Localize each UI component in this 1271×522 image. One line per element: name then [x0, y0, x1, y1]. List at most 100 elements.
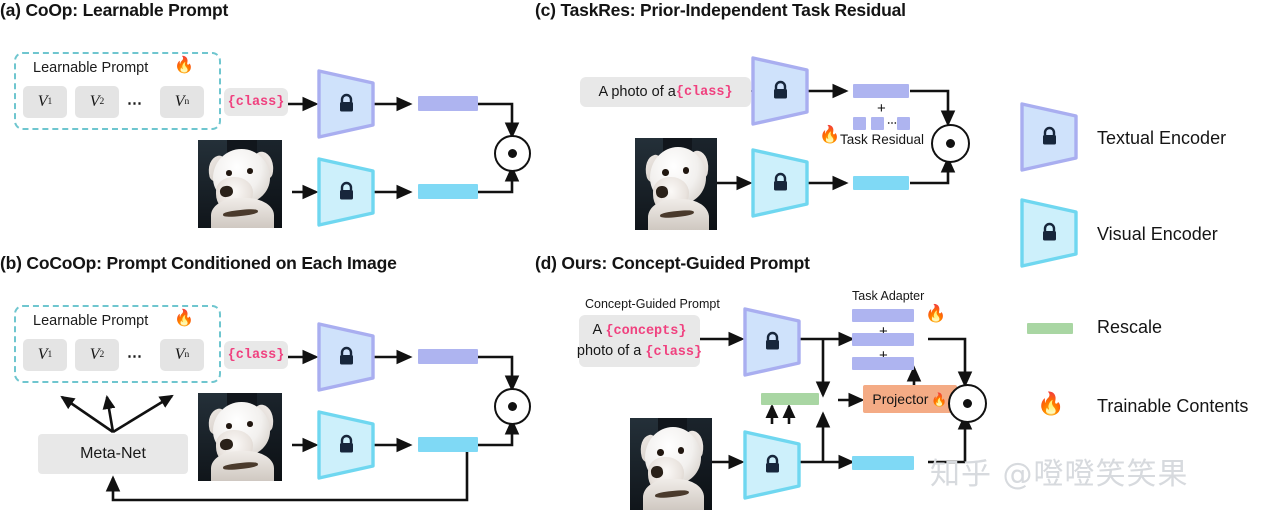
legend-label-visual-encoder: Visual Encoder: [1097, 224, 1218, 244]
prompt-line1-prefix: A: [592, 321, 606, 338]
input-image-c: [635, 138, 717, 230]
watermark: 知乎 @噔噔笑笑果: [930, 457, 1189, 492]
meta-net-box: Meta-Net: [38, 434, 188, 474]
adapter-plus-1: +: [879, 323, 888, 340]
token-sub: 1: [47, 350, 53, 360]
class-token-text: {class}: [675, 84, 733, 100]
token-sub: 1: [47, 97, 53, 107]
adapter-bar-bottom: [852, 357, 914, 370]
prompt-pill-c: A photo of a {class}: [580, 77, 751, 107]
token-letter: V: [37, 93, 48, 110]
residual-ellipsis: ⋯: [887, 118, 898, 129]
lock-icon: [1041, 222, 1058, 242]
flame-icon: 🔥: [925, 304, 947, 323]
projector-box: Projector 🔥: [863, 385, 957, 413]
textual-encoder-b: [316, 321, 376, 393]
panel-taskres: (c) TaskRes: Prior-Independent Task Resi…: [535, 0, 1005, 250]
legend-label-textual-encoder: Textual Encoder: [1097, 128, 1227, 148]
panel-a-title: (a) CoOp: Learnable Prompt: [0, 0, 229, 20]
legend: Textual Encoder Visual Encoder Rescale 🔥…: [1005, 0, 1271, 522]
input-image-a: [198, 140, 282, 228]
token-sub: 2: [99, 97, 105, 107]
flame-icon: 🔥: [1037, 391, 1065, 416]
residual-chunk-1: [853, 117, 866, 130]
lock-icon: [338, 434, 355, 454]
token-ellipsis-a: ⋯: [127, 95, 143, 112]
dot-product-b: [494, 388, 531, 425]
legend-label-rescale: Rescale: [1097, 317, 1163, 337]
visual-encoder-a: [316, 156, 376, 228]
rescale-bar-d: [761, 393, 819, 405]
visual-encoder-b: [316, 409, 376, 481]
textual-encoder-c: [750, 55, 810, 127]
textual-encoder-a: [316, 68, 376, 140]
token-letter: V: [37, 346, 48, 363]
lock-icon: [338, 346, 355, 366]
prompt-line2-prefix: photo of a: [576, 342, 646, 359]
class-token-text: {class}: [227, 347, 285, 363]
dot-product-d: [948, 384, 987, 423]
panel-b-title: (b) CoCoOp: Prompt Conditioned on Each I…: [0, 253, 397, 273]
legend-visual-encoder-icon: [1019, 197, 1079, 269]
text-feature-bar-c: [853, 84, 909, 98]
lock-icon: [772, 80, 789, 100]
token-sub: n: [184, 350, 190, 360]
projector-label: Projector: [872, 391, 929, 407]
panel-coop: (a) CoOp: Learnable Prompt Learnable Pro…: [0, 0, 535, 250]
image-feature-bar-b: [418, 437, 478, 452]
token-sub: n: [184, 97, 190, 107]
task-adapter-label: Task Adapter: [852, 289, 925, 303]
prompt-pill-d: A {concepts} photo of a {class}: [577, 315, 702, 367]
task-residual-label: Task Residual: [840, 132, 925, 147]
token-letter: V: [174, 346, 185, 363]
lock-icon: [764, 331, 781, 351]
prompt-prefix: A photo of a: [598, 84, 676, 100]
visual-encoder-d: [742, 429, 802, 501]
token-letter: V: [89, 93, 100, 110]
token-letter: V: [174, 93, 185, 110]
token-letter: V: [89, 346, 100, 363]
lock-icon: [764, 454, 781, 474]
prompt-line-2: photo of a {class}: [577, 342, 702, 362]
panel-cocoop: (b) CoCoOp: Prompt Conditioned on Each I…: [0, 253, 535, 522]
legend-label-trainable: Trainable Contents: [1097, 396, 1249, 416]
text-feature-bar-b: [418, 349, 478, 364]
prompt-line-1: A {concepts}: [593, 321, 687, 341]
lock-icon: [1041, 126, 1058, 146]
residual-plus-c: +: [877, 100, 886, 117]
class-token-pill-a: {class}: [224, 88, 288, 116]
flame-icon: 🔥: [174, 57, 194, 74]
dot-product-c: [931, 124, 970, 163]
class-token-text: {class}: [645, 344, 703, 360]
lock-icon: [338, 181, 355, 201]
image-feature-bar-d: [852, 456, 914, 470]
legend-rescale-bar-icon: [1027, 323, 1073, 334]
token-ellipsis-b: ⋯: [127, 348, 143, 365]
flame-icon: 🔥: [819, 125, 841, 144]
flame-icon: 🔥: [931, 391, 948, 407]
image-feature-bar-c: [853, 176, 909, 190]
class-token-pill-b: {class}: [224, 341, 288, 369]
residual-chunk-3: [897, 117, 910, 130]
token-sub: 2: [99, 350, 105, 360]
learnable-prompt-label-a: Learnable Prompt: [33, 60, 149, 76]
adapter-bar-mid: [852, 333, 914, 346]
panel-ours: (d) Ours: Concept-Guided Prompt Concept-…: [535, 253, 1005, 522]
lock-icon: [772, 172, 789, 192]
textual-encoder-d: [742, 306, 802, 378]
panel-c-title: (c) TaskRes: Prior-Independent Task Resi…: [535, 0, 906, 20]
lock-icon: [338, 93, 355, 113]
learnable-prompt-label-b: Learnable Prompt: [33, 313, 149, 329]
dot-product-a: [494, 135, 531, 172]
residual-chunk-2: [871, 117, 884, 130]
panel-d-title: (d) Ours: Concept-Guided Prompt: [535, 253, 810, 273]
input-image-d: [630, 418, 712, 510]
legend-textual-encoder-icon: [1019, 101, 1079, 173]
image-feature-bar-a: [418, 184, 478, 199]
